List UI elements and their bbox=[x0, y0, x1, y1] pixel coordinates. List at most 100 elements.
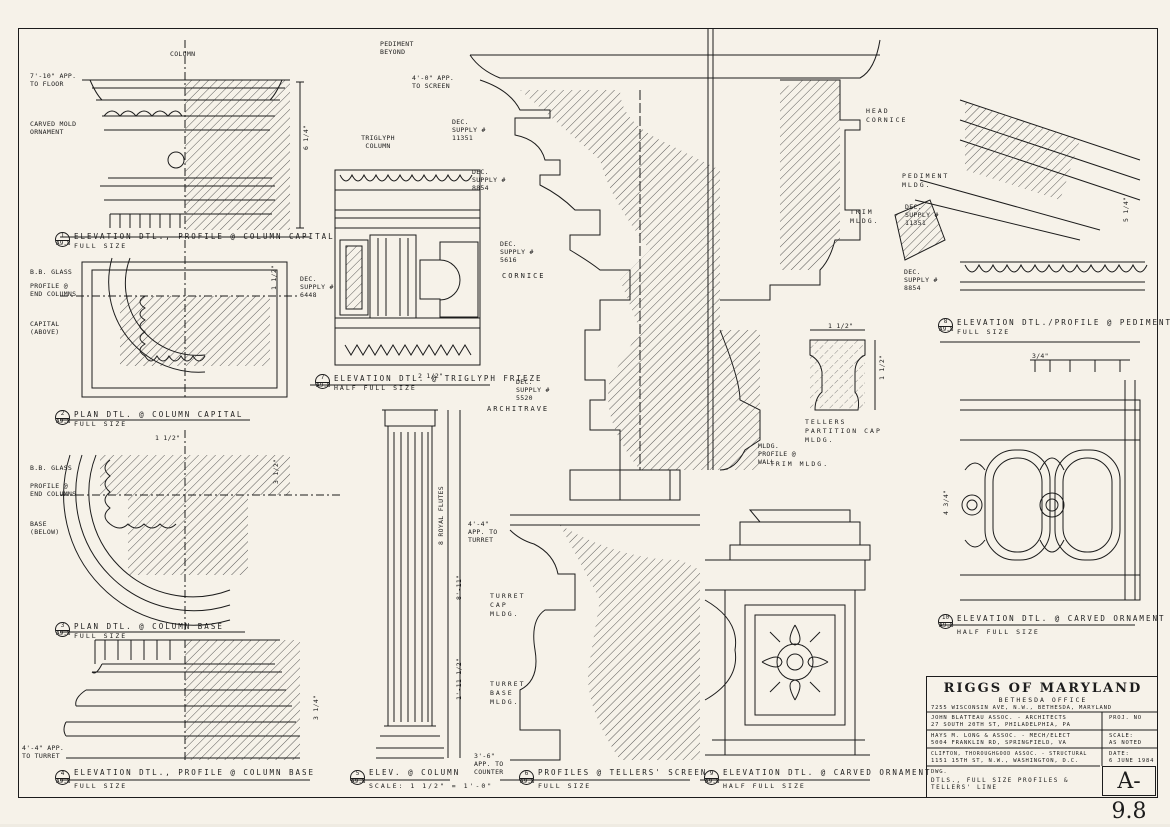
dim-base-height: 3 1/4" bbox=[312, 694, 320, 720]
triglyph-frieze bbox=[310, 169, 490, 386]
capital-above-label: CAPITAL (ABOVE) bbox=[30, 320, 60, 336]
base-below-label: BASE (BELOW) bbox=[30, 520, 60, 536]
detail-scale-6: FULL SIZE bbox=[538, 782, 592, 790]
architect-address: 27 SOUTH 20TH ST, PHILADELPHIA, PA bbox=[931, 722, 1071, 728]
pediment-mldg-label: PEDIMENT MLDG. bbox=[902, 172, 950, 189]
column-centerline-label: COLUMN bbox=[170, 50, 196, 58]
cornice-label: CORNICE bbox=[502, 272, 546, 280]
detail-title-9: ELEVATION DTL. @ CARVED ORNAMENT bbox=[723, 768, 932, 777]
detail-scale-5: SCALE: 1 1/2" = 1'-0" bbox=[369, 782, 494, 790]
date-label: DATE: bbox=[1109, 751, 1130, 757]
detail-title-8: ELEVATION DTL./PROFILE @ PEDIMENT bbox=[957, 318, 1170, 327]
tellers-partition-label: TELLERS PARTITION CAP MLDG. bbox=[805, 418, 882, 444]
plan-base bbox=[60, 430, 340, 633]
app-note-3: 4'-0" APP. TO SCREEN bbox=[412, 74, 455, 90]
title-block: RIGGS OF MARYLAND BETHESDA OFFICE 7255 W… bbox=[926, 676, 1158, 798]
consultant-mech: HAYS M. LONG & ASSOC. - MECH/ELECT bbox=[931, 733, 1071, 739]
pediment-beyond-label: PEDIMENT BEYOND bbox=[380, 40, 414, 56]
bb-glass-label: B.B. GLASS bbox=[30, 268, 73, 276]
consultant-struct-address: 1151 15TH ST, N.W., WASHINGTON, D.C. bbox=[931, 758, 1080, 764]
trim-mldg-label-2: TRIM MLDG. bbox=[770, 460, 830, 468]
dec-supply-4: DEC. SUPPLY # 5616 bbox=[500, 240, 534, 264]
detail-scale-7: HALF FULL SIZE bbox=[334, 384, 417, 392]
app-note-1: 7'-10" APP. TO FLOOR bbox=[30, 72, 77, 88]
dwg-label: DWG. bbox=[931, 769, 948, 775]
dim-ornament-top: 3/4" bbox=[1032, 352, 1049, 360]
pediment-profile bbox=[894, 99, 1148, 343]
architrave-label: ARCHITRAVE bbox=[487, 405, 550, 413]
project-title: RIGGS OF MARYLAND bbox=[943, 681, 1143, 696]
project-address: 7255 WISCONSIN AVE, N.W., BETHESDA, MARY… bbox=[931, 705, 1112, 711]
dwg-title: DTLS., FULL SIZE PROFILES & TELLERS' LIN… bbox=[931, 777, 1070, 791]
title-block-lines bbox=[926, 711, 1158, 767]
dim-tpc-width: 1 1/2" bbox=[828, 322, 854, 330]
scale-value: AS NOTED bbox=[1109, 740, 1142, 746]
tellers-screen-profile bbox=[469, 28, 881, 781]
dec-supply-1: DEC. SUPPLY # 11351 bbox=[452, 118, 486, 142]
detail-title-2: PLAN DTL. @ COLUMN CAPITAL bbox=[74, 410, 244, 419]
date-value: 6 JUNE 1984 bbox=[1109, 758, 1155, 764]
profile-columns-label: PROFILE @ END COLUMNS bbox=[30, 282, 77, 298]
turret-cap-label: TURRET CAP MLDG. bbox=[490, 592, 526, 618]
dec-supply-3: DEC. SUPPLY # 6448 bbox=[300, 275, 334, 299]
dim-plan-base: 1 1/2" bbox=[270, 264, 278, 290]
plan-capital bbox=[60, 240, 300, 421]
dim-pediment: 5 1/4" bbox=[1122, 196, 1130, 222]
dec-supply-2: DEC. SUPPLY # 8854 bbox=[472, 168, 506, 192]
detail-title-1: ELEVATION DTL., PROFILE @ COLUMN CAPITAL bbox=[74, 232, 335, 241]
app-note-5: 3'-6" APP. TO COUNTER bbox=[474, 752, 504, 776]
detail-scale-4: FULL SIZE bbox=[74, 782, 128, 790]
detail-title-6: PROFILES @ TELLERS' SCREEN bbox=[538, 768, 708, 777]
detail-scale-1: FULL SIZE bbox=[74, 242, 128, 250]
app-note-4: 4'-4" APP. TO TURRET bbox=[468, 520, 498, 544]
detail-title-3: PLAN DTL. @ COLUMN BASE bbox=[74, 622, 224, 631]
detail-title-10: ELEVATION DTL. @ CARVED ORNAMENT bbox=[957, 614, 1166, 623]
detail-title-7: ELEVATION DTL. @ TRIGLYPH FRIEZE bbox=[334, 374, 543, 383]
column-capital-elevation bbox=[60, 40, 310, 238]
dec-supply-7: DEC. SUPPLY # 8854 bbox=[904, 268, 938, 292]
triglyph-centerline-label: TRIGLYPH COLUMN bbox=[361, 134, 395, 150]
dec-supply-5: DEC. SUPPLY # 5520 bbox=[516, 378, 550, 402]
dec-supply-6: DEC. SUPPLY # 11351 bbox=[905, 203, 939, 227]
dim-bb-height: 3 1/2" bbox=[272, 458, 280, 484]
detail-title-5: ELEV. @ COLUMN bbox=[369, 768, 461, 777]
detail-scale-8: FULL SIZE bbox=[957, 328, 1011, 336]
app-note-2: 4'-4" APP. TO TURRET bbox=[22, 744, 65, 760]
mldg-profile-label: MLDG. PROFILE @ WALL bbox=[758, 442, 796, 466]
column-full-elevation bbox=[350, 409, 461, 781]
bb-glass-label-2: B.B. GLASS bbox=[30, 464, 73, 472]
profile-columns-label-2: PROFILE @ END COLUMNS bbox=[30, 482, 77, 498]
detail-scale-3: FULL SIZE bbox=[74, 632, 128, 640]
architect-name: JOHN BLATTEAU ASSOC. - ARCHITECTS bbox=[931, 715, 1067, 721]
royal-flutes-label: 8 ROYAL FLUTES bbox=[437, 486, 445, 545]
detail-scale-9: HALF FULL SIZE bbox=[723, 782, 806, 790]
sheet-border bbox=[18, 28, 1158, 798]
detail-scale-10: HALF FULL SIZE bbox=[957, 628, 1040, 636]
carved-mold-label: CARVED MOLD ORNAMENT bbox=[30, 120, 77, 136]
detail-scale-2: FULL SIZE bbox=[74, 420, 128, 428]
consultant-mech-address: 5004 FRANKLIN RD, SPRINGFIELD, VA bbox=[931, 740, 1067, 746]
carved-ornament-panel bbox=[940, 359, 1141, 626]
dim-capital-height: 6 1/4" bbox=[302, 124, 310, 150]
dim-plan-capital: 1 1/2" bbox=[155, 434, 181, 442]
dim-height: 8'-11" bbox=[455, 574, 463, 600]
sheet-number: A-9.8 bbox=[1102, 766, 1156, 824]
dim-shaft: 1'-11 1/2" bbox=[455, 657, 463, 700]
detail-title-4: ELEVATION DTL., PROFILE @ COLUMN BASE bbox=[74, 768, 316, 777]
dim-tpc-height: 1 1/2" bbox=[878, 354, 886, 380]
tellers-partition-cap bbox=[809, 329, 876, 411]
dim-frieze: 2 1/2" bbox=[418, 372, 444, 380]
project-office: BETHESDA OFFICE bbox=[998, 696, 1088, 704]
